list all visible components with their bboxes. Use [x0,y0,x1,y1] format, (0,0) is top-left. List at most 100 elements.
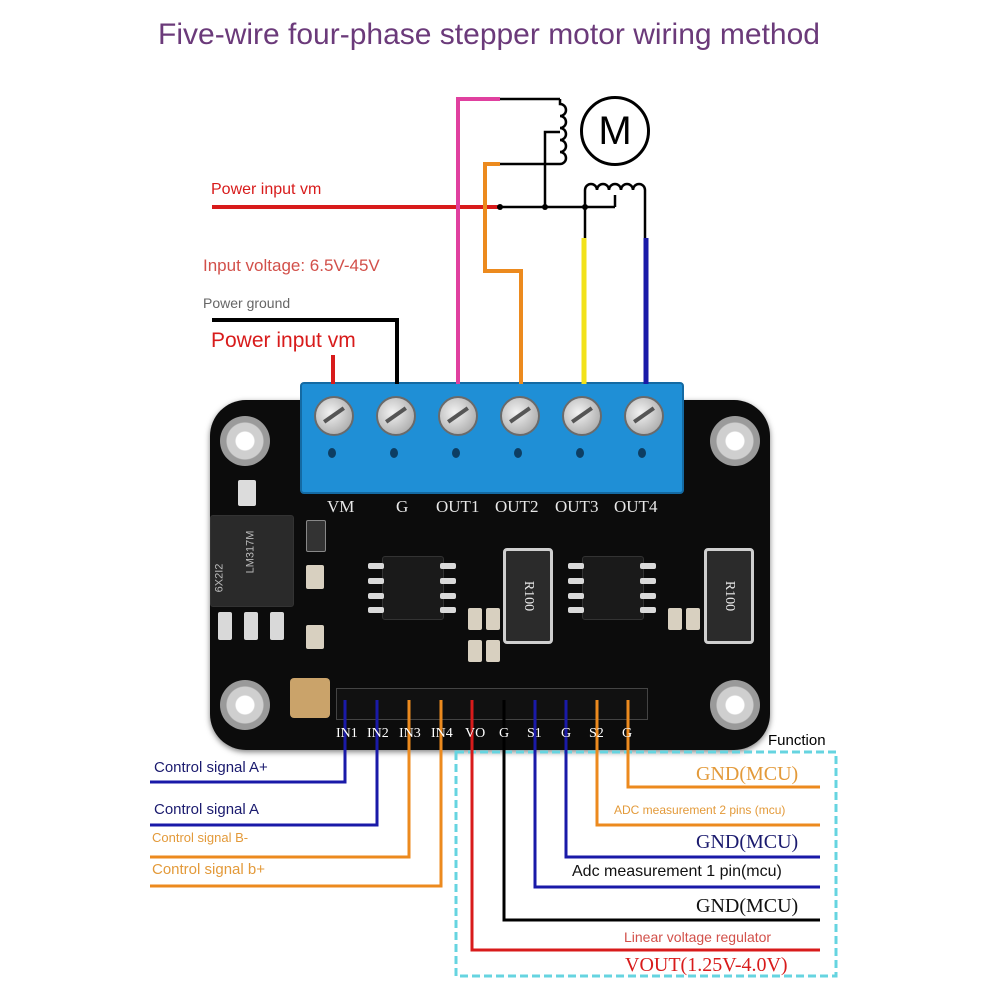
ic-pin [368,578,384,584]
sense-resistor-1: R100 [503,548,553,644]
wire-out2 [483,162,523,384]
screw-terminal-block [300,382,684,494]
mount-hole-top-left [220,416,270,466]
regulator-leg [244,612,258,640]
function-gnd-3: GND(MCU) [696,895,799,917]
motor-coil-schematic [500,97,647,238]
pin-label-vo: VO [465,726,486,741]
function-adc-2: ADC measurement 2 pins (mcu) [614,803,786,817]
function-vout: VOUT(1.25V-4.0V) [625,954,788,976]
page-title: Five-wire four-phase stepper motor wirin… [158,18,820,51]
led [238,480,256,506]
wire-vo [470,700,820,952]
terminal-hole [638,448,646,458]
ic-pin [640,563,656,569]
ic-pin [568,578,584,584]
junction-dot [582,204,588,210]
wire-s2 [595,700,820,827]
function-linear-regulator: Linear voltage regulator [624,929,772,945]
mount-hole-top-right [710,416,760,466]
screw [500,396,540,436]
terminal-label-out2: OUT2 [495,497,539,516]
label-power-ground: Power ground [203,295,291,311]
smd-component [468,640,482,662]
smd-component [486,640,500,662]
function-box [454,750,838,978]
function-gnd-1: GND(MCU) [696,763,799,785]
motor-icon: M [580,96,650,166]
smd-component [686,608,700,630]
ic-pin [440,593,456,599]
ic-pin [440,563,456,569]
mount-hole-bottom-right [710,680,760,730]
terminal-hole [328,448,336,458]
wire-g3 [626,700,820,789]
terminal-hole [390,448,398,458]
label-control-b-minus: Control signal B- [152,830,249,845]
voltage-regulator-chip: LM317M 6X2I2 [210,515,294,607]
ic-pin [368,607,384,613]
function-gnd-2: GND(MCU) [696,831,799,853]
ic-pin [568,563,584,569]
ic-pin [368,593,384,599]
ic-pin [440,607,456,613]
wire-ground [212,318,399,384]
screw [438,396,478,436]
wire-out1 [456,97,500,384]
wire-in1 [150,700,347,784]
pin-label-g2: G [561,726,572,741]
wire-in4 [150,700,443,888]
function-heading: Function [768,732,826,749]
label-control-a-plus: Control signal A+ [154,759,268,776]
motor-symbol-label: M [598,108,632,153]
pin-label-g1: G [499,726,510,741]
ic-pin [568,593,584,599]
pin-label-g3: G [622,726,633,741]
ic-pin [640,578,656,584]
driver-ic-1 [382,556,444,620]
terminal-label-g: G [396,497,409,516]
terminal-label-out3: OUT3 [555,497,599,516]
smd-component [668,608,682,630]
terminal-hole [514,448,522,458]
wire-s1 [533,700,820,889]
smd-component [468,608,482,630]
sense-resistor-2: R100 [704,548,754,644]
junction-dot [542,204,548,210]
label-input-voltage: Input voltage: 6.5V-45V [203,256,380,275]
capacitor [306,625,324,649]
ic-pin [568,607,584,613]
terminal-label-out1: OUT1 [436,497,480,516]
function-adc-1: Adc measurement 1 pin(mcu) [572,863,782,880]
wire-in2 [150,700,379,827]
pin-label-in3: IN3 [399,726,421,741]
ic-pin [640,593,656,599]
smd-component [486,608,500,630]
terminal-hole [452,448,460,458]
diode [306,520,326,552]
mount-hole-bottom-left [220,680,270,730]
screw [624,396,664,436]
pin-label-in1: IN1 [336,726,358,741]
pin-label-in4: IN4 [431,726,453,741]
screw [562,396,602,436]
label-control-a: Control signal A [154,801,260,818]
label-control-b-plus: Control signal b+ [152,861,265,878]
junction-dot [497,204,503,210]
terminal-hole [576,448,584,458]
ic-pin [368,563,384,569]
screw [314,396,354,436]
wire-g1 [502,700,820,922]
wire-g2 [564,700,820,859]
screw [376,396,416,436]
ic-pin [640,607,656,613]
capacitor [306,565,324,589]
regulator-leg [218,612,232,640]
pin-label-s1: S1 [527,726,542,741]
potentiometer [290,678,330,718]
pin-label-in2: IN2 [367,726,389,741]
ic-pin [440,578,456,584]
terminal-label-out4: OUT4 [614,497,658,516]
